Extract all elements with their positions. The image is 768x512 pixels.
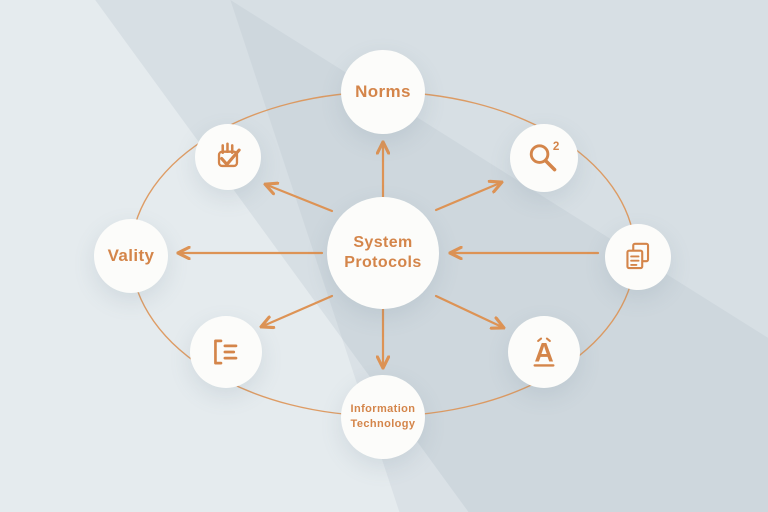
node-information-technology: Information Technology xyxy=(341,375,425,459)
node-system-protocols-label: System Protocols xyxy=(344,234,422,271)
node-information-technology-label: Information Technology xyxy=(350,403,416,430)
node-magnifier: 2 xyxy=(510,124,578,192)
node-list xyxy=(190,316,262,388)
node-vality: Vality xyxy=(94,219,168,293)
node-system-protocols: System Protocols xyxy=(327,197,439,309)
node-norms: Norms xyxy=(341,50,425,134)
node-documents xyxy=(605,224,671,290)
node-norms-label: Norms xyxy=(355,82,411,102)
list-lines-icon xyxy=(214,339,238,365)
magnifier-superscript: 2 xyxy=(553,140,560,153)
node-vality-label: Vality xyxy=(107,246,155,266)
documents-icon xyxy=(626,242,650,270)
letter-a-icon: A xyxy=(533,337,555,367)
node-hand-check xyxy=(195,124,261,190)
hand-check-icon xyxy=(217,142,241,168)
magnifier-icon: 2 xyxy=(529,140,560,172)
letter-a-glyph: A xyxy=(534,337,553,367)
node-letter-a: A xyxy=(508,316,580,388)
